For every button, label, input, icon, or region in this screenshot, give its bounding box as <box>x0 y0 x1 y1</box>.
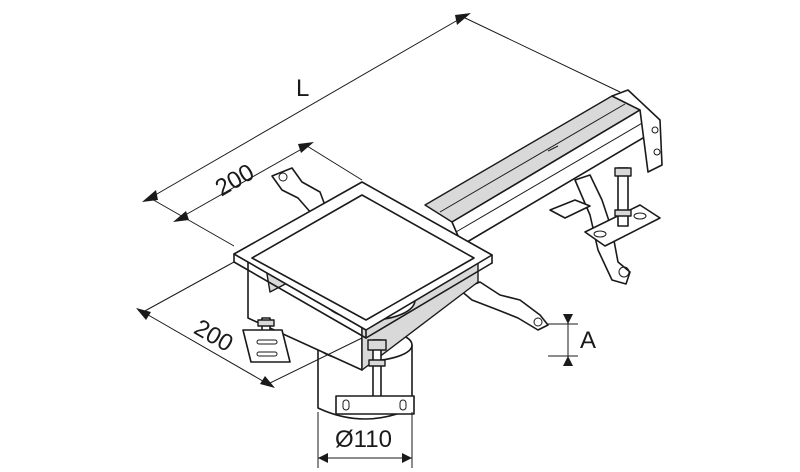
label-width-top: 200 <box>211 159 259 202</box>
leveling-foot-center <box>335 339 415 415</box>
rail-support-bracket <box>549 167 661 285</box>
dimension-diameter: Ø110 <box>317 412 413 468</box>
label-height: A <box>580 327 596 354</box>
dimension-height: A <box>548 314 596 366</box>
label-length: L <box>296 75 309 102</box>
channel-rail <box>424 89 663 246</box>
label-width-side: 200 <box>189 314 237 357</box>
drain-box <box>233 181 493 371</box>
anchor-tab-right <box>459 281 549 331</box>
label-diameter: Ø110 <box>335 426 392 453</box>
leveling-foot-left <box>242 317 291 363</box>
dimension-length: L <box>142 13 621 247</box>
